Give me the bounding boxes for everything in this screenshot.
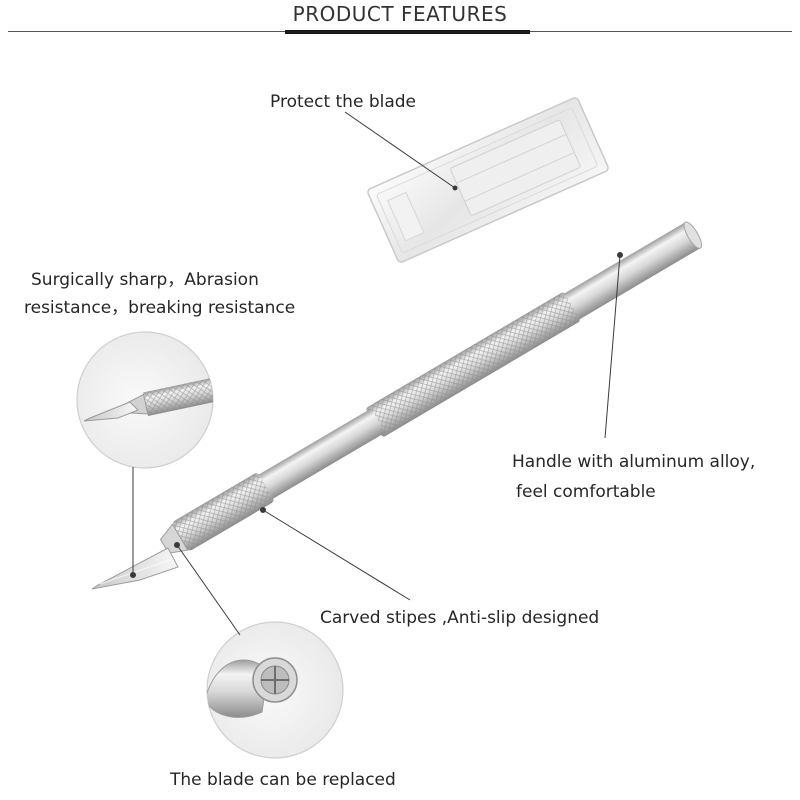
leader-dot-carved bbox=[260, 507, 266, 513]
collet-detail-zoom bbox=[206, 621, 344, 759]
knife-handle bbox=[91, 221, 703, 590]
leader-dot-handle bbox=[617, 252, 623, 258]
leader-line-protect bbox=[344, 111, 456, 189]
leader-dot-replaced bbox=[174, 542, 180, 548]
callout-blade-replaced: The blade can be replaced bbox=[170, 770, 396, 790]
callout-sharp-line1: Surgically sharp，Abrasion bbox=[31, 270, 259, 290]
page-title: PRODUCT FEATURES bbox=[292, 2, 508, 26]
callout-sharp-line2: resistance，breaking resistance bbox=[24, 298, 296, 318]
leader-line-handle bbox=[604, 254, 621, 439]
leader-line-replaced bbox=[176, 544, 241, 636]
callout-carved-stripes: Carved stipes ,Anti-slip designed bbox=[320, 608, 600, 628]
leader-dot-protect bbox=[452, 185, 458, 191]
callout-handle-line2: feel comfortable bbox=[516, 482, 656, 502]
leader-line-carved bbox=[262, 509, 411, 601]
leader-dot-sharp bbox=[130, 572, 136, 578]
blade-detail-zoom bbox=[76, 331, 214, 469]
blade-cap bbox=[367, 97, 609, 263]
header-underline-accent bbox=[285, 30, 530, 34]
callout-handle-line1: Handle with aluminum alloy, bbox=[512, 452, 756, 472]
leader-lines bbox=[130, 111, 623, 636]
callout-protect-blade: Protect the blade bbox=[270, 92, 416, 112]
